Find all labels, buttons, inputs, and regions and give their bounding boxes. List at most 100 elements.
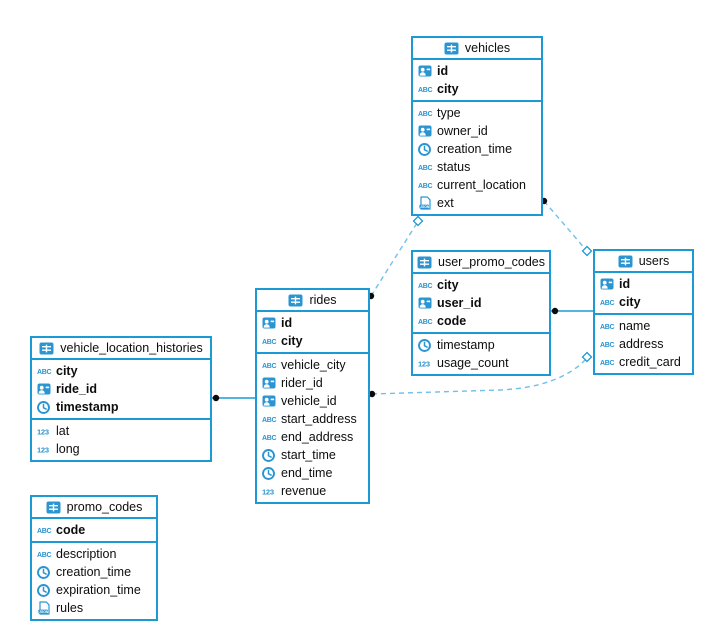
column-label: city: [619, 294, 641, 309]
column-row-id[interactable]: id: [413, 62, 541, 80]
table-header[interactable]: vehicle_location_histories: [32, 338, 210, 360]
table-users[interactable]: users id ABC city ABC name ABC address A…: [593, 249, 694, 375]
column-row-status[interactable]: ABC status: [413, 158, 541, 176]
column-label: city: [437, 277, 459, 292]
column-row-lat[interactable]: 123 lat: [32, 422, 210, 440]
relation-line[interactable]: [543, 200, 588, 252]
column-row-vehicle_city[interactable]: ABC vehicle_city: [257, 356, 368, 374]
column-label: city: [56, 363, 78, 378]
column-row-timestamp[interactable]: timestamp: [32, 398, 210, 416]
table-rides[interactable]: rides id ABC city ABC vehicle_city rider…: [255, 288, 370, 504]
column-row-type[interactable]: ABC type: [413, 104, 541, 122]
table-promo_codes[interactable]: promo_codes ABC code ABC description cre…: [30, 495, 158, 621]
column-label: start_time: [281, 447, 336, 462]
primary-key-section: ABC code: [32, 519, 156, 543]
column-row-usage_count[interactable]: 123 usage_count: [413, 354, 549, 372]
table-header[interactable]: users: [595, 251, 692, 273]
column-row-rider_id[interactable]: rider_id: [257, 374, 368, 392]
column-row-address[interactable]: ABC address: [595, 335, 692, 353]
svg-text:ABC: ABC: [37, 369, 52, 376]
column-label: ride_id: [56, 381, 97, 396]
column-label: code: [56, 522, 86, 537]
primary-key-section: id ABC city: [257, 312, 368, 354]
column-row-revenue[interactable]: 123 revenue: [257, 482, 368, 500]
table-vehicle_location_histories[interactable]: vehicle_location_histories ABC city ride…: [30, 336, 212, 462]
column-row-current_location[interactable]: ABC current_location: [413, 176, 541, 194]
column-label: timestamp: [56, 399, 119, 414]
column-row-creation_time[interactable]: creation_time: [32, 563, 156, 581]
relation-rides-to-users[interactable]: [368, 351, 593, 398]
column-label: long: [56, 441, 80, 456]
svg-text:ABC: ABC: [37, 552, 52, 559]
user-icon: [262, 317, 281, 329]
relation-user_promo_codes-to-users[interactable]: [551, 307, 593, 315]
relation-vehicles-to-users[interactable]: [540, 197, 593, 257]
column-row-description[interactable]: ABC description: [32, 545, 156, 563]
column-row-creation_time[interactable]: creation_time: [413, 140, 541, 158]
svg-text:ABC: ABC: [418, 183, 433, 190]
table-icon: [46, 501, 62, 514]
columns-section: ABC type owner_id creation_time ABC stat…: [413, 102, 541, 214]
svg-text:123: 123: [418, 359, 430, 368]
column-row-name[interactable]: ABC name: [595, 317, 692, 335]
column-row-end_time[interactable]: end_time: [257, 464, 368, 482]
column-label: code: [437, 313, 467, 328]
column-row-vehicle_id[interactable]: vehicle_id: [257, 392, 368, 410]
svg-text:ABC: ABC: [418, 87, 433, 94]
column-label: lat: [56, 423, 70, 438]
user-icon: [418, 65, 437, 77]
column-row-ride_id[interactable]: ride_id: [32, 380, 210, 398]
column-row-owner_id[interactable]: owner_id: [413, 122, 541, 140]
column-label: ext: [437, 195, 454, 210]
relation-dot-end: [212, 394, 220, 402]
svg-text:ABC: ABC: [418, 111, 433, 118]
table-header[interactable]: rides: [257, 290, 368, 312]
svg-text:ABC: ABC: [600, 360, 615, 367]
column-row-code[interactable]: ABC code: [32, 521, 156, 539]
column-row-city[interactable]: ABC city: [413, 80, 541, 98]
table-title: vehicle_location_histories: [60, 340, 203, 355]
column-label: timestamp: [437, 337, 495, 352]
column-row-start_time[interactable]: start_time: [257, 446, 368, 464]
abc-icon: ABC: [418, 280, 437, 290]
column-label: id: [619, 276, 631, 291]
column-row-city[interactable]: ABC city: [32, 362, 210, 380]
abc-icon: ABC: [418, 316, 437, 326]
table-user_promo_codes[interactable]: user_promo_codes ABC city user_id ABC co…: [411, 250, 551, 376]
primary-key-section: ABC city ride_id timestamp: [32, 360, 210, 420]
column-row-user_id[interactable]: user_id: [413, 294, 549, 312]
svg-text:ABC: ABC: [418, 165, 433, 172]
column-row-id[interactable]: id: [595, 275, 692, 293]
column-row-long[interactable]: 123 long: [32, 440, 210, 458]
relation-diamond-end: [581, 245, 593, 257]
column-row-expiration_time[interactable]: expiration_time: [32, 581, 156, 599]
column-row-id[interactable]: id: [257, 314, 368, 332]
relation-line[interactable]: [371, 358, 587, 395]
column-row-end_address[interactable]: ABC end_address: [257, 428, 368, 446]
column-row-city[interactable]: ABC city: [595, 293, 692, 311]
column-row-city[interactable]: ABC city: [413, 276, 549, 294]
table-header[interactable]: user_promo_codes: [413, 252, 549, 274]
column-row-city[interactable]: ABC city: [257, 332, 368, 350]
abc-icon: ABC: [418, 162, 437, 172]
column-row-ext[interactable]: JSON ext: [413, 194, 541, 212]
column-row-rules[interactable]: JSON rules: [32, 599, 156, 617]
table-header[interactable]: promo_codes: [32, 497, 156, 519]
column-label: id: [281, 315, 293, 330]
column-label: rules: [56, 600, 84, 615]
svg-text:123: 123: [37, 427, 49, 436]
svg-text:ABC: ABC: [262, 417, 277, 424]
column-row-code[interactable]: ABC code: [413, 312, 549, 330]
abc-icon: ABC: [418, 84, 437, 94]
svg-text:ABC: ABC: [600, 324, 615, 331]
svg-text:ABC: ABC: [418, 319, 433, 326]
column-row-credit_card[interactable]: ABC credit_card: [595, 353, 692, 371]
column-label: expiration_time: [56, 582, 141, 597]
column-row-start_address[interactable]: ABC start_address: [257, 410, 368, 428]
column-row-timestamp[interactable]: timestamp: [413, 336, 549, 354]
user-icon: [262, 377, 281, 389]
relation-vehicle_location_histories-to-rides[interactable]: [212, 394, 257, 402]
table-header[interactable]: vehicles: [413, 38, 541, 60]
abc-icon: ABC: [600, 357, 619, 367]
table-vehicles[interactable]: vehicles id ABC city ABC type owner_id c…: [411, 36, 543, 216]
